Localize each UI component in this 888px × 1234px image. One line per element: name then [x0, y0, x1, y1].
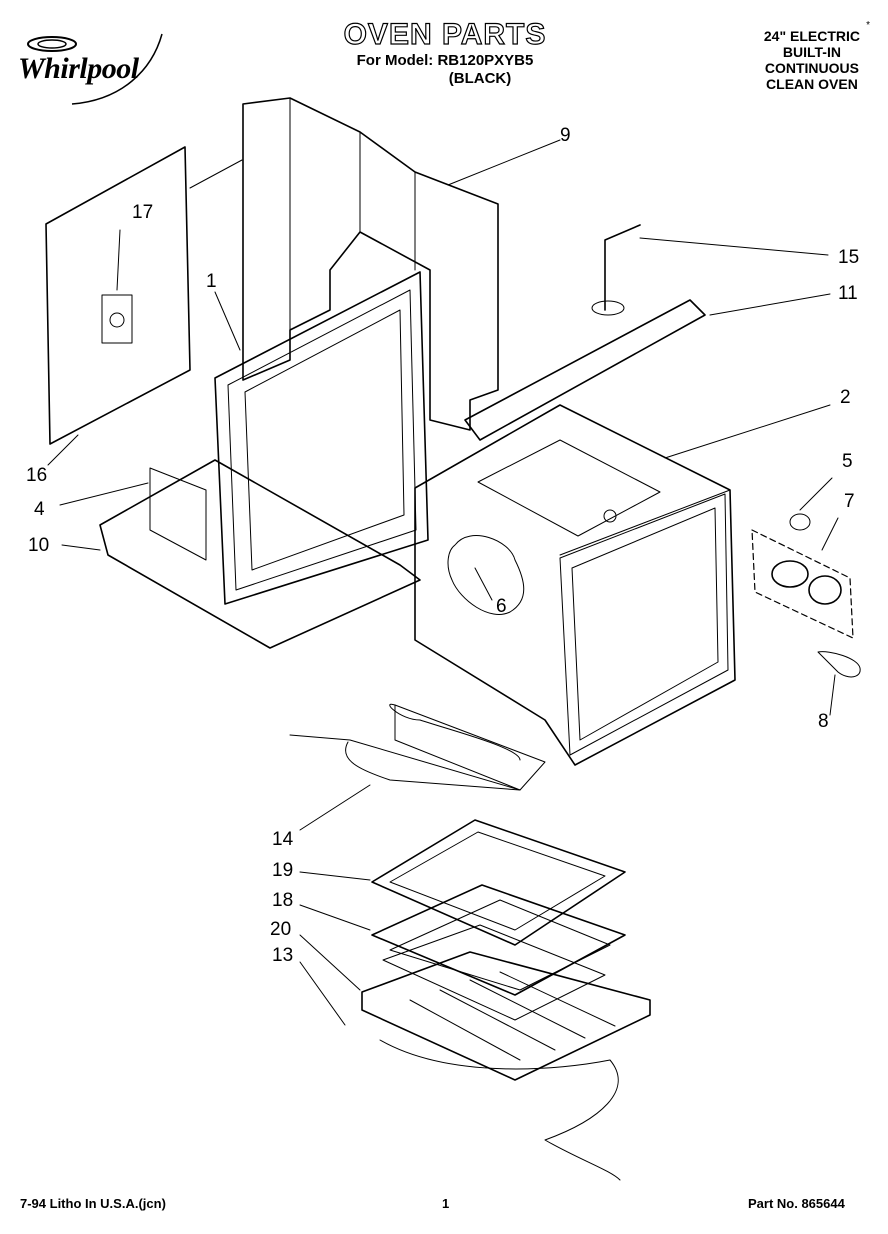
part-10-floor-plate — [99, 459, 421, 649]
footer-litho: 7-94 Litho In U.S.A.(jcn) — [20, 1196, 166, 1211]
callout-19: 19 — [272, 860, 294, 881]
callout-18: 18 — [272, 890, 294, 911]
part-16-rear-panel — [45, 146, 191, 445]
callout-7: 7 — [844, 491, 855, 512]
callout-9: 9 — [560, 125, 571, 146]
part-15-tube — [604, 224, 641, 311]
part-18-broiler-pan — [371, 884, 626, 996]
part-20-pan-liner — [382, 924, 606, 1021]
part-8-bulb — [817, 651, 861, 678]
callout-10: 10 — [28, 535, 50, 556]
callout-14: 14 — [272, 829, 294, 850]
oven-type-line-2: BUILT-IN — [782, 44, 841, 60]
part-2-oven-liner — [414, 404, 736, 766]
part-19-broiler-grid — [371, 819, 626, 946]
callout-4: 4 — [34, 499, 45, 520]
footer-page-number: 1 — [442, 1196, 450, 1211]
part-4-bracket — [149, 467, 207, 561]
callout-20: 20 — [270, 919, 292, 940]
part-7-lamp-assembly-box — [751, 529, 854, 639]
model-color: (BLACK) — [448, 70, 512, 87]
brand-name: Whirlpool — [18, 52, 139, 85]
part-14-bake-element — [289, 703, 546, 791]
page-title-block: OVEN PARTS For Model: RB120PXYB5 (BLACK) — [300, 17, 590, 88]
callout-15: 15 — [838, 247, 860, 268]
asterisk-mark: * — [866, 20, 870, 31]
oven-type-block: 24" ELECTRIC BUILT-IN CONTINUOUS CLEAN O… — [764, 28, 860, 92]
callout-8: 8 — [818, 711, 829, 732]
callout-2: 2 — [840, 387, 851, 408]
model-number: For Model: RB120PXYB5 — [356, 52, 534, 69]
callout-17: 17 — [132, 202, 154, 223]
part-9-back-wall — [242, 97, 499, 431]
whirlpool-logo: Whirlpool — [12, 30, 182, 110]
callout-1: 1 — [206, 271, 217, 292]
callout-6: 6 — [496, 596, 507, 617]
callout-11: 11 — [838, 283, 858, 304]
callout-16: 16 — [26, 465, 48, 486]
oven-type-line-1: 24" ELECTRIC — [763, 28, 860, 44]
part-1-front-frame — [214, 271, 429, 605]
callout-13: 13 — [272, 945, 294, 966]
bottom-tray-outline — [379, 1039, 621, 1181]
callout-5: 5 — [842, 451, 853, 472]
part-13-oven-rack — [361, 951, 651, 1081]
part-5-gasket — [789, 513, 811, 531]
part-6-patch — [447, 535, 525, 615]
oven-type-line-4: CLEAN OVEN — [766, 76, 858, 92]
page-title: OVEN PARTS — [343, 17, 547, 51]
oven-type-line-3: CONTINUOUS — [764, 60, 859, 76]
footer-part-number: Part No. 865644 — [748, 1196, 845, 1211]
part-7-lamp-socket — [771, 560, 809, 588]
whirlpool-swirl-icon — [27, 33, 163, 105]
part-17-bracket — [101, 294, 133, 344]
part-11-rail — [464, 299, 706, 441]
